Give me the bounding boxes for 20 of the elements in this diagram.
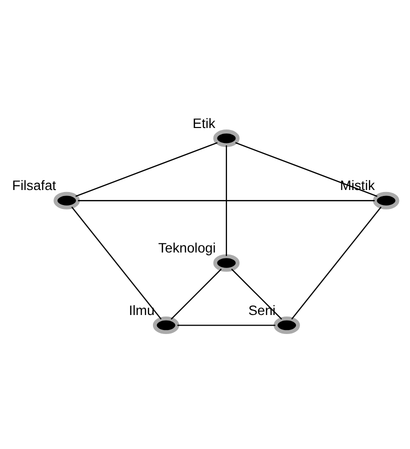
node-circle (152, 316, 180, 334)
connector (170, 268, 222, 320)
connector (177, 324, 276, 326)
connector (291, 206, 382, 320)
node-label: Teknologi (158, 240, 216, 256)
node-circle (372, 192, 400, 210)
connector (71, 206, 162, 320)
node-label: Etik (192, 116, 216, 131)
node-label: Filsafat (12, 178, 56, 194)
node-circle (213, 254, 240, 272)
connector (75, 142, 218, 197)
node-label: Ilmu (128, 302, 155, 318)
node-circle (274, 316, 300, 334)
connector (226, 145, 228, 256)
connector (78, 200, 375, 202)
node-circle (213, 130, 240, 148)
connector (231, 268, 282, 320)
node-label: Seni (248, 302, 276, 318)
node-circle (54, 192, 80, 210)
connector (235, 142, 378, 197)
